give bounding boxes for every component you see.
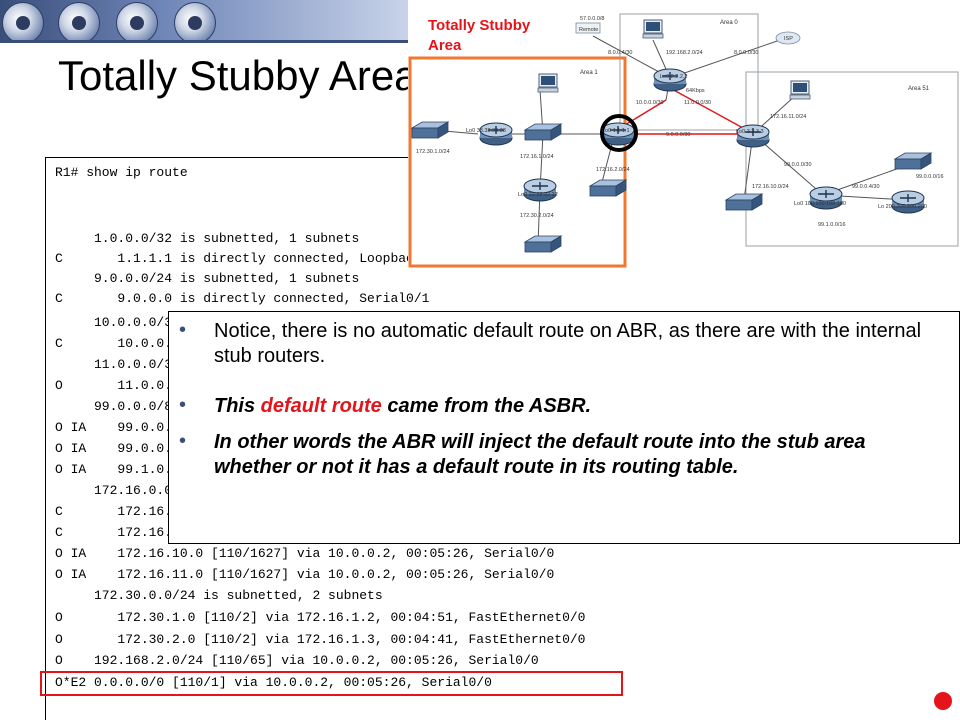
- bullet-icon: •: [179, 394, 187, 416]
- decorative-disc-icon: [58, 2, 100, 40]
- svg-text:172.16.1.0/24: 172.16.1.0/24: [520, 154, 554, 160]
- svg-text:Lo0 33.33.33.33: Lo0 33.33.33.33: [466, 128, 506, 134]
- svg-text:11.0.0.0/30: 11.0.0.0/30: [684, 100, 711, 106]
- svg-text:64Kbps: 64Kbps: [686, 88, 705, 94]
- svg-text:8.0.0.4/30: 8.0.0.4/30: [608, 50, 632, 56]
- svg-text:172.30.1.0/24: 172.30.1.0/24: [416, 149, 450, 155]
- decorative-disc-icon: [116, 2, 158, 40]
- diagram-label-stubby: Totally Stubby: [428, 17, 531, 34]
- area-0-box: [619, 13, 759, 131]
- svg-text:Area 51: Area 51: [908, 86, 930, 92]
- svg-text:57.0.0.0/8: 57.0.0.0/8: [580, 16, 604, 22]
- svg-text:9.0.0.0/30: 9.0.0.0/30: [666, 132, 690, 138]
- notes-callout: • Notice, there is no automatic default …: [168, 311, 960, 544]
- note-1: Notice, there is no automatic default ro…: [214, 320, 922, 367]
- bullet-icon: •: [179, 319, 187, 341]
- svg-text:Lo0 2.2.2.2: Lo0 2.2.2.2: [660, 74, 688, 80]
- slide-title: Totally Stubby Area: [58, 52, 418, 99]
- svg-text:99.1.0.0/16: 99.1.0.0/16: [818, 222, 846, 228]
- console-line: R1# show ip route: [55, 165, 188, 180]
- svg-text:8.0.0.0/30: 8.0.0.0/30: [734, 50, 758, 56]
- svg-text:Remote: Remote: [579, 27, 598, 33]
- svg-text:Lo 200.200.200.200: Lo 200.200.200.200: [878, 204, 927, 210]
- console-line: 1.0.0.0/32 is subnetted, 1 subnets: [55, 231, 360, 246]
- svg-text:172.16.10.0/24: 172.16.10.0/24: [752, 184, 789, 190]
- console-line: 9.0.0.0/24 is subnetted, 1 subnets: [55, 271, 360, 286]
- area-51-box: [745, 71, 959, 247]
- svg-text:192.168.2.0/24: 192.168.2.0/24: [666, 50, 703, 56]
- title-rule: [0, 40, 410, 43]
- svg-text:172.16.11.0/24: 172.16.11.0/24: [770, 114, 806, 120]
- console-line: O 172.30.2.0 [110/2] via 172.16.1.3, 00:…: [55, 632, 586, 647]
- default-route-highlight: [40, 671, 623, 696]
- console-line: C 1.1.1.1 is directly connected, Loopbac…: [55, 251, 430, 266]
- bullet-icon: •: [179, 430, 187, 452]
- svg-text:172.30.2.0/24: 172.30.2.0/24: [520, 213, 554, 219]
- note-3: In other words the ABR will inject the d…: [214, 431, 866, 478]
- decorative-disc-icon: [174, 2, 216, 40]
- svg-text:99.0.0.0/30: 99.0.0.0/30: [784, 162, 812, 168]
- console-line: O*E2 0.0.0.0/0 [110/1] via 10.0.0.2, 00:…: [55, 675, 492, 690]
- network-topology-diagram: Totally Stubby Area Area 1 Area 0 Area 5…: [408, 0, 960, 270]
- svg-text:Lo0 100.100.100.100: Lo0 100.100.100.100: [794, 201, 846, 207]
- default-route-emphasis: default route: [260, 395, 382, 417]
- console-line: O IA 172.16.10.0 [110/1627] via 10.0.0.2…: [55, 546, 555, 561]
- svg-text:Lo0 1.1.1.1: Lo0 1.1.1.1: [602, 128, 630, 134]
- svg-text:Lo0 22.22.22.22: Lo0 22.22.22.22: [518, 192, 558, 198]
- svg-text:Lo0 3.3.3.3: Lo0 3.3.3.3: [736, 129, 764, 135]
- svg-text:99.0.0.4/30: 99.0.0.4/30: [852, 184, 880, 190]
- header-banner: [0, 0, 410, 40]
- svg-text:ISP: ISP: [784, 36, 793, 42]
- area-1-box: [408, 56, 627, 268]
- red-dot-icon: [934, 692, 952, 710]
- decorative-disc-icon: [2, 2, 44, 40]
- abr-highlight-circle: [600, 114, 638, 152]
- console-line: 172.30.0.0/24 is subnetted, 2 subnets: [55, 588, 383, 603]
- note-2: This default route came from the ASBR.: [214, 395, 592, 417]
- diagram-label-area: Area: [428, 37, 462, 54]
- svg-text:Area 1: Area 1: [580, 70, 598, 76]
- console-line: C 9.0.0.0 is directly connected, Serial0…: [55, 291, 430, 306]
- svg-text:10.0.0.0/30: 10.0.0.0/30: [636, 100, 664, 106]
- console-line: O 172.30.1.0 [110/2] via 172.16.1.2, 00:…: [55, 610, 586, 625]
- console-line: O IA 172.16.11.0 [110/1627] via 10.0.0.2…: [55, 567, 555, 582]
- svg-text:172.16.2.0/24: 172.16.2.0/24: [596, 167, 630, 173]
- svg-text:Area 0: Area 0: [720, 20, 738, 26]
- svg-text:99.0.0.0/16: 99.0.0.0/16: [916, 174, 944, 180]
- console-line: O 192.168.2.0/24 [110/65] via 10.0.0.2, …: [55, 653, 539, 668]
